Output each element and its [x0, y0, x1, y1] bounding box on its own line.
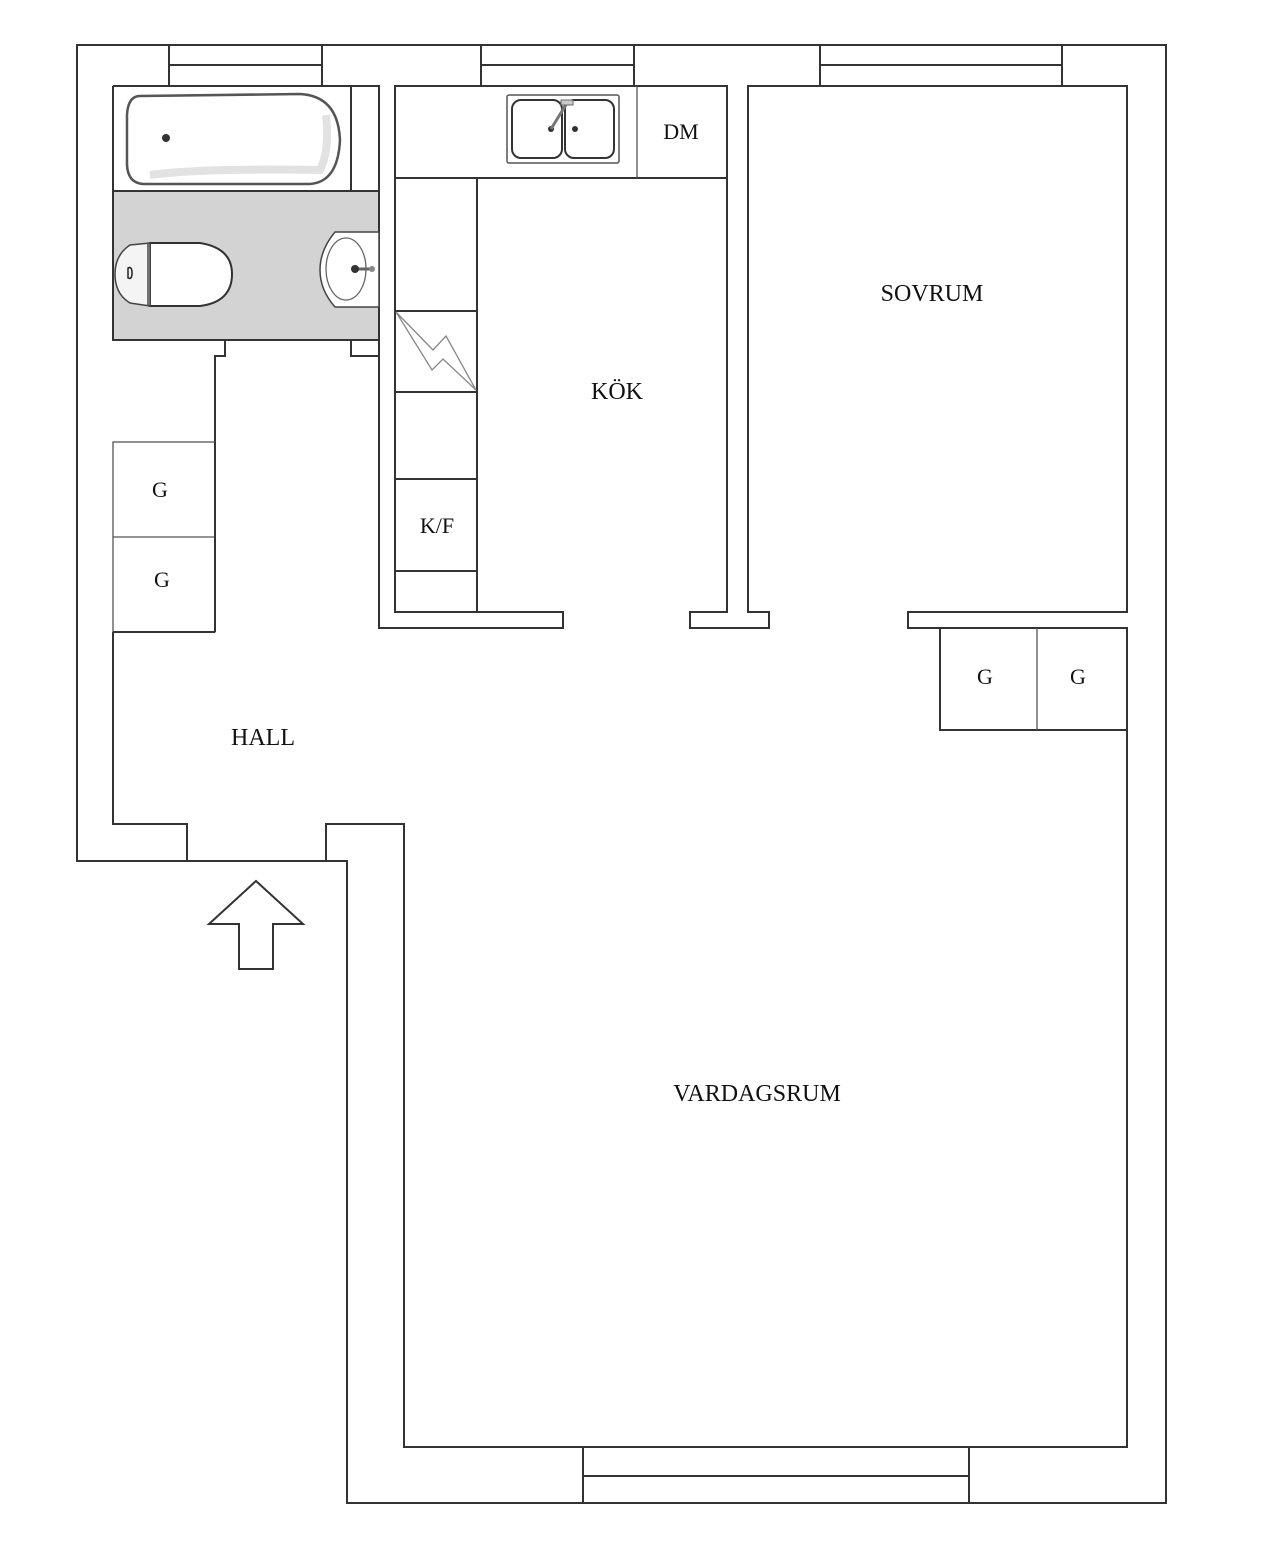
window-living-room	[582, 1446, 970, 1504]
double-sink-icon	[506, 94, 620, 164]
kitchen: DM K/F KÖK	[395, 86, 727, 612]
living-room-wardrobes: G G	[939, 628, 1127, 731]
window-bathroom	[168, 44, 323, 87]
living-wardrobe-2-label: G	[1070, 664, 1086, 689]
bedroom-label: SOVRUM	[881, 281, 984, 307]
entrance-arrow-icon	[206, 879, 306, 970]
toilet-icon	[114, 242, 234, 307]
bathtub-icon	[125, 92, 342, 186]
hall-wardrobes: G G HALL	[112, 441, 295, 751]
stove-lightning-icon	[395, 311, 477, 391]
window-kitchen	[480, 44, 635, 87]
bedroom: SOVRUM	[881, 281, 984, 307]
washbasin-icon	[319, 231, 380, 308]
living-wardrobe-1-label: G	[977, 664, 993, 689]
window-bedroom	[819, 44, 1063, 87]
living-room: VARDAGSRUM	[673, 1081, 841, 1107]
bathroom	[112, 86, 380, 341]
living-room-label: VARDAGSRUM	[673, 1081, 841, 1107]
hall-label: HALL	[231, 725, 295, 751]
outer-walls	[76, 44, 1167, 1504]
windows	[168, 44, 1063, 1504]
hall-wardrobe-2-label: G	[154, 567, 170, 592]
hall-wardrobe-1-label: G	[152, 477, 168, 502]
dishwasher-label: DM	[663, 119, 698, 144]
fridge-freezer-label: K/F	[420, 513, 454, 538]
kitchen-label: KÖK	[591, 379, 644, 405]
